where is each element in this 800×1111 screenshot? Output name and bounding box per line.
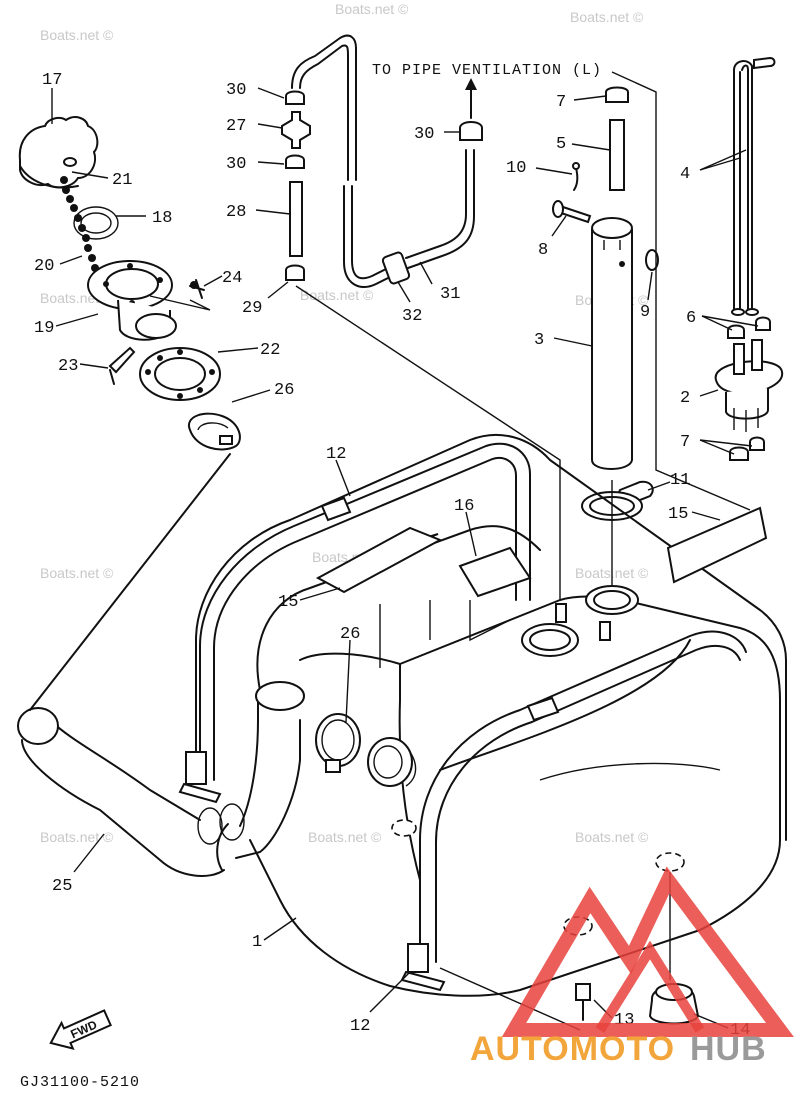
watermark-text: Boats.net ©	[40, 27, 114, 43]
callout-15: 15	[668, 505, 688, 524]
callout-19: 19	[34, 319, 54, 338]
callout-10: 10	[506, 159, 526, 178]
ventilation-note: TO PIPE VENTILATION (L)	[372, 62, 602, 79]
callout-8: 8	[538, 241, 548, 260]
callout-30: 30	[226, 81, 246, 100]
callout-32: 32	[402, 307, 422, 326]
callout-31: 31	[440, 285, 460, 304]
callout-29: 29	[242, 299, 262, 318]
callout-7: 7	[556, 93, 566, 112]
automotohub-logo: AUTOMOTO HUB	[470, 866, 794, 1068]
drawing-code: GJ31100-5210	[20, 1074, 140, 1091]
callout-7: 7	[680, 433, 690, 452]
callout-18: 18	[152, 209, 172, 228]
damper-and-bolt	[575, 983, 700, 1025]
watermark-text: Boats.net ©	[40, 829, 114, 845]
callout-12: 12	[350, 1017, 370, 1036]
callout-28: 28	[226, 203, 246, 222]
callout-30: 30	[414, 125, 434, 144]
watermark-text: Boats.net ©	[300, 287, 374, 303]
callout-5: 5	[556, 135, 566, 154]
logo-text-hub: HUB	[690, 1030, 767, 1068]
callout-25: 25	[52, 877, 72, 896]
callout-21: 21	[112, 171, 132, 190]
callout-4: 4	[680, 165, 690, 184]
callout-17: 17	[42, 71, 62, 90]
callout-9: 9	[640, 303, 650, 322]
callout-6: 6	[686, 309, 696, 328]
fuel-cap-assembly	[18, 116, 241, 451]
callout-24: 24	[222, 269, 242, 288]
callout-26: 26	[274, 381, 294, 400]
callout-12: 12	[326, 445, 346, 464]
callout-15: 15	[278, 593, 298, 612]
callouts: 17 21 18 20 19 24 23 22 26 30 27 30 28 2…	[34, 71, 750, 1040]
watermark-text: Boats.net ©	[335, 1, 409, 17]
watermark-text: Boats.net ©	[308, 829, 382, 845]
callout-23: 23	[58, 357, 78, 376]
fuel-tank	[17, 433, 787, 1031]
callout-1: 1	[252, 933, 262, 952]
callout-27: 27	[226, 117, 246, 136]
fwd-arrow-icon: FWD	[49, 1009, 112, 1050]
watermark-text: Boats.net ©	[40, 565, 114, 581]
callout-3: 3	[534, 331, 544, 350]
callout-22: 22	[260, 341, 280, 360]
leader-lines	[51, 87, 759, 1029]
callout-20: 20	[34, 257, 54, 276]
vent-hose-assembly	[281, 34, 561, 600]
callout-26: 26	[340, 625, 360, 644]
callout-30: 30	[226, 155, 246, 174]
watermark-text: Boats.net ©	[575, 829, 649, 845]
logo-text-automoto: AUTOMOTO	[470, 1030, 675, 1068]
callout-11: 11	[670, 471, 690, 490]
callout-2: 2	[680, 389, 690, 408]
callout-16: 16	[454, 497, 474, 516]
watermark-text: Boats.net ©	[570, 9, 644, 25]
fuel-pickup-assembly	[552, 56, 784, 600]
